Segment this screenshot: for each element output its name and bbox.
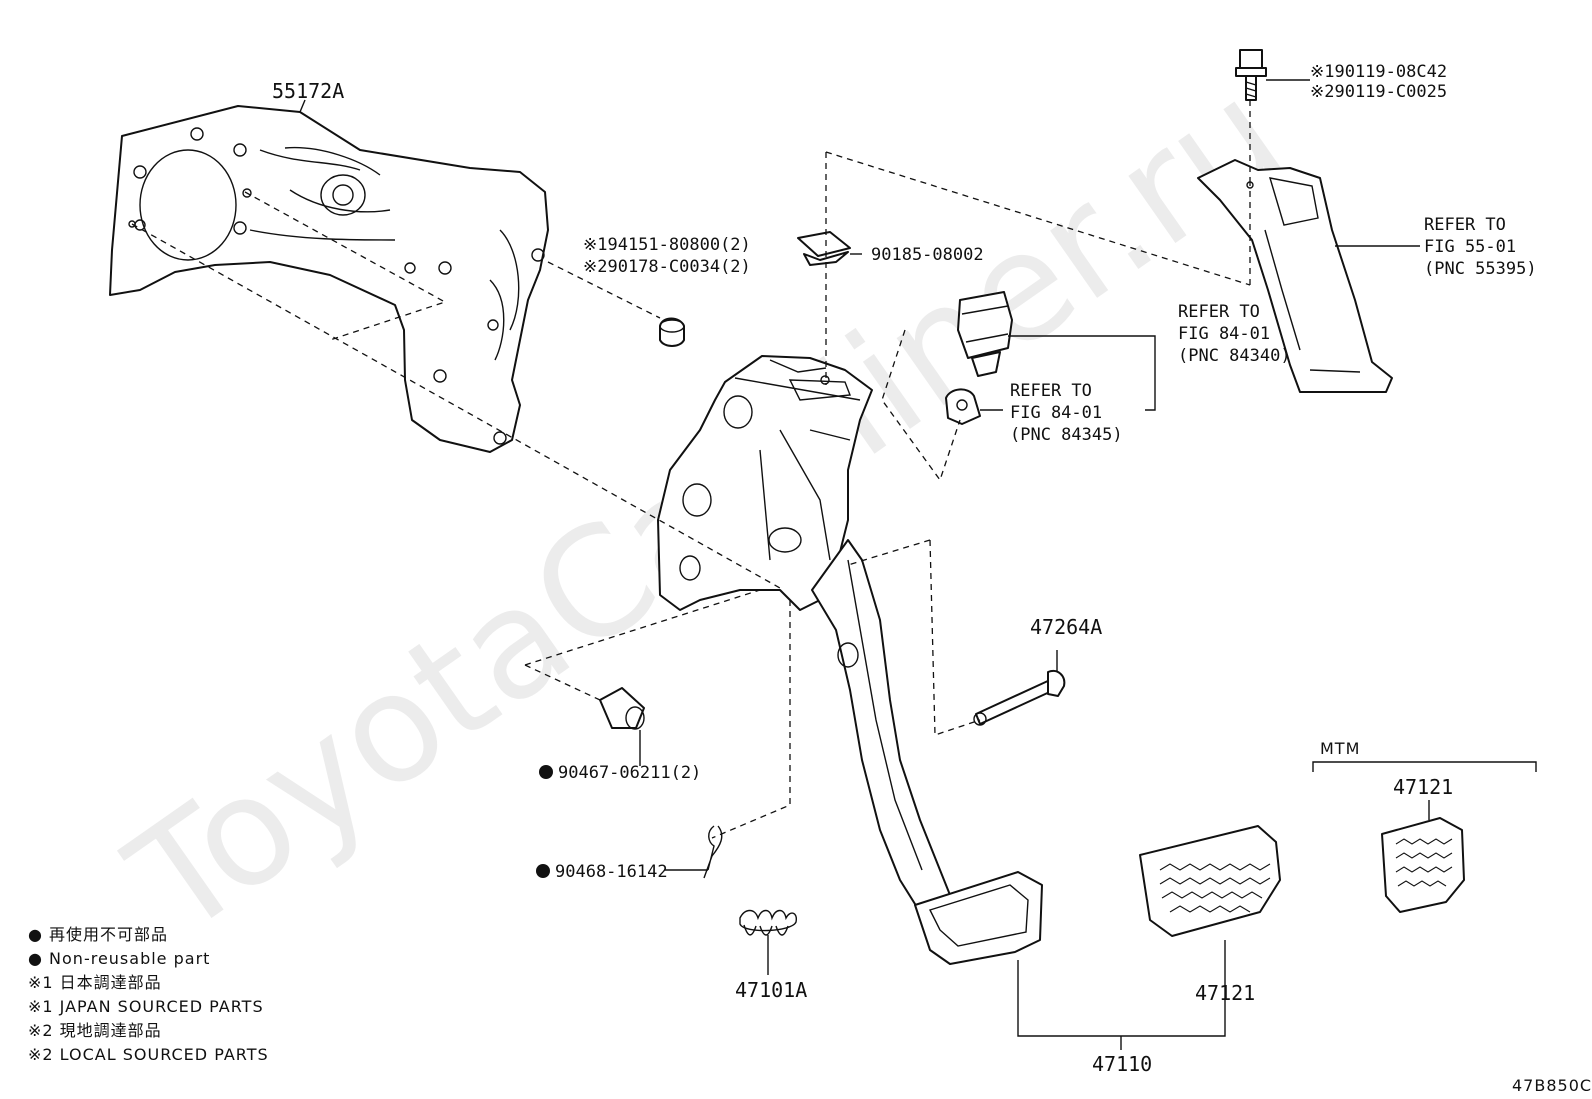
legend-line-5: ※2 現地調達部品	[28, 1021, 162, 1040]
bushing-drawing	[599, 687, 645, 730]
label-refer-84345-line3: (PNC 84345)	[1010, 425, 1123, 445]
cover-drawing	[1197, 159, 1393, 393]
diagram-code: 47B850C	[1512, 1076, 1592, 1095]
label-refer-84340-line3: (PNC 84340)	[1178, 346, 1291, 366]
stop-switch-drawing	[957, 291, 1013, 377]
legend-line-2: ● Non-reusable part	[28, 949, 210, 968]
label-refer-55395-line3: (PNC 55395)	[1424, 259, 1537, 279]
label-refer-84340-line1: REFER TO	[1178, 302, 1260, 322]
legend-line-6: ※2 LOCAL SOURCED PARTS	[28, 1045, 269, 1064]
pedal-pad-drawing	[1139, 825, 1281, 937]
label-refer-55395-line1: REFER TO	[1424, 215, 1506, 235]
leader-lines	[299, 79, 1537, 1050]
label-refer-84345-line2: FIG 84-01	[1010, 403, 1102, 423]
label-screw-note-2: ※290119-C0025	[1310, 82, 1447, 102]
label-cotter-pin: 90468-16142	[555, 862, 668, 882]
label-pedal-pad: 47121	[1195, 981, 1255, 1005]
pin-drawing	[973, 670, 1066, 726]
label-refer-84340-line2: FIG 84-01	[1178, 324, 1270, 344]
legend-line-4: ※1 JAPAN SOURCED PARTS	[28, 997, 264, 1016]
pedal-arm-drawing	[811, 539, 1043, 965]
label-mtm-group: MTM	[1320, 739, 1360, 758]
dashed-guides	[131, 100, 1251, 839]
label-spring: 47101A	[735, 978, 807, 1002]
screw-drawing	[1235, 49, 1267, 101]
label-refer-84345-line1: REFER TO	[1010, 381, 1092, 401]
label-pedal-pad-mtm: 47121	[1393, 775, 1453, 799]
label-bolt-note-1: ※194151-80800(2)	[583, 235, 751, 255]
cushion-drawing	[945, 388, 981, 425]
label-pedal-assy: 47110	[1092, 1052, 1152, 1076]
filled-circle-icon	[539, 765, 553, 779]
spring-drawing	[739, 909, 798, 936]
label-clip: 90185-08002	[871, 245, 984, 265]
nut-drawing	[659, 317, 685, 347]
cotter-pin-drawing	[703, 825, 723, 879]
label-bushing: 90467-06211(2)	[558, 763, 701, 783]
label-screw-note-1: ※190119-08C42	[1310, 62, 1447, 82]
clip-drawing	[797, 231, 851, 266]
bracket-55172a-drawing	[109, 105, 549, 453]
filled-circle-icon	[536, 864, 550, 878]
label-pin: 47264A	[1030, 615, 1102, 639]
label-bolt-note-2: ※290178-C0034(2)	[583, 257, 751, 277]
label-refer-55395-line2: FIG 55-01	[1424, 237, 1516, 257]
legend: ● 再使用不可部品 ● Non-reusable part ※1 日本調達部品 …	[28, 925, 269, 1064]
legend-line-3: ※1 日本調達部品	[28, 973, 162, 992]
pedal-support-drawing	[657, 355, 873, 611]
pedal-pad-mtm-drawing	[1381, 817, 1465, 913]
label-55172a: 55172A	[272, 79, 344, 103]
legend-line-1: ● 再使用不可部品	[28, 925, 168, 944]
